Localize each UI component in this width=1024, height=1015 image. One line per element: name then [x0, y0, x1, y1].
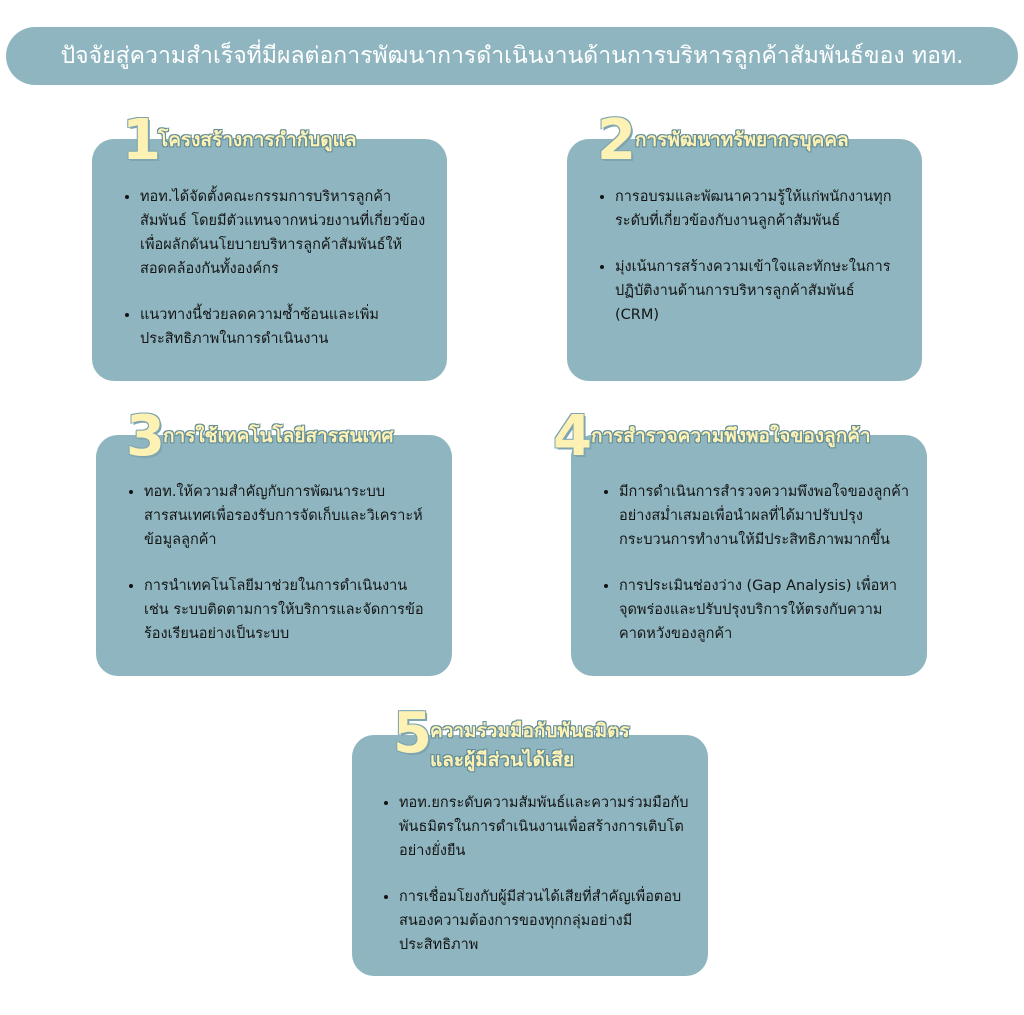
card-partnership-stakeholders: ทอท.ยกระดับความสัมพันธ์และความร่วมมือกับ…: [352, 735, 708, 976]
card-5-heading-line-1: ความร่วมมือกับพันธมิตร: [430, 720, 630, 742]
card-customer-satisfaction-survey: มีการดำเนินการสำรวจความพึงพอใจของลูกค้าอ…: [571, 435, 927, 676]
card-3-number: 3: [126, 404, 165, 469]
card-2-bullet-1: การอบรมและพัฒนาความรู้ให้แก่พนักงานทุกระ…: [615, 185, 902, 233]
card-1-bullets: ทอท.ได้จัดตั้งคณะกรรมการบริหารลูกค้าสัมพ…: [115, 185, 427, 351]
card-human-resource-development: การอบรมและพัฒนาความรู้ให้แก่พนักงานทุกระ…: [567, 139, 922, 381]
card-governance-structure: ทอท.ได้จัดตั้งคณะกรรมการบริหารลูกค้าสัมพ…: [92, 139, 447, 381]
card-4-bullet-2: การประเมินช่องว่าง (Gap Analysis) เพื่อห…: [619, 574, 909, 646]
card-4-number: 4: [553, 404, 592, 469]
card-3-heading: การใช้เทคโนโลยีสารสนเทศ: [163, 425, 394, 447]
card-5-bullets: ทอท.ยกระดับความสัมพันธ์และความร่วมมือกับ…: [374, 791, 690, 957]
card-2-bullet-2: มุ่งเน้นการสร้างความเข้าใจและทักษะในการป…: [615, 255, 902, 327]
card-4-bullet-1: มีการดำเนินการสำรวจความพึงพอใจของลูกค้าอ…: [619, 480, 909, 552]
card-5-bullet-2: การเชื่อมโยงกับผู้มีส่วนได้เสียที่สำคัญเ…: [399, 885, 690, 957]
card-3-bullet-1: ทอท.ให้ความสำคัญกับการพัฒนาระบบสารสนเทศเ…: [144, 480, 432, 552]
card-1-bullet-1: ทอท.ได้จัดตั้งคณะกรรมการบริหารลูกค้าสัมพ…: [140, 185, 427, 281]
page-title: ปัจจัยสู่ความสำเร็จที่มีผลต่อการพัฒนาการ…: [6, 27, 1018, 85]
card-4-bullets: มีการดำเนินการสำรวจความพึงพอใจของลูกค้าอ…: [594, 480, 909, 646]
card-2-heading: การพัฒนาทรัพยากรบุคคล: [635, 129, 849, 151]
card-1-number: 1: [122, 108, 161, 173]
card-4-heading: การสำรวจความพึงพอใจของลูกค้า: [591, 425, 871, 447]
card-3-bullet-2: การนำเทคโนโลยีมาช่วยในการดำเนินงาน เช่น …: [144, 574, 432, 646]
card-information-technology: ทอท.ให้ความสำคัญกับการพัฒนาระบบสารสนเทศเ…: [96, 435, 452, 676]
card-1-heading: โครงสร้างการกำกับดูแล: [158, 129, 357, 151]
card-5-number: 5: [393, 701, 432, 766]
card-1-bullet-2: แนวทางนี้ช่วยลดความซ้ำซ้อนและเพิ่มประสิท…: [140, 303, 427, 351]
card-2-bullets: การอบรมและพัฒนาความรู้ให้แก่พนักงานทุกระ…: [590, 185, 902, 327]
card-3-bullets: ทอท.ให้ความสำคัญกับการพัฒนาระบบสารสนเทศเ…: [119, 480, 432, 646]
card-2-number: 2: [597, 108, 636, 173]
card-5-heading-line-2: และผู้มีส่วนได้เสีย: [430, 749, 575, 771]
card-5-bullet-1: ทอท.ยกระดับความสัมพันธ์และความร่วมมือกับ…: [399, 791, 690, 863]
